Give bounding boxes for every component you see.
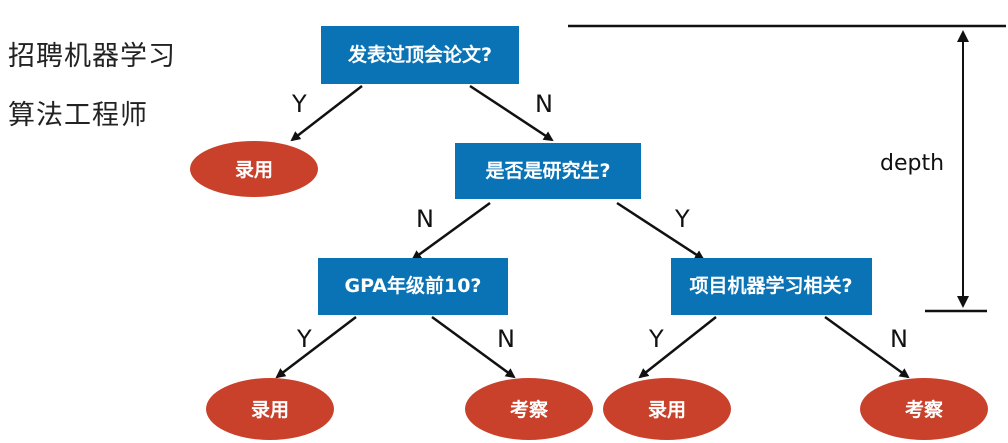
edge-root-no bbox=[469, 84, 554, 142]
edge-gpa-no bbox=[431, 315, 516, 379]
edge-label-grad-no: N bbox=[416, 205, 434, 233]
edge-label-root-no: N bbox=[535, 90, 553, 118]
edge-gpa-yes bbox=[275, 316, 357, 379]
decision-node-gpa-label: GPA年级前10? bbox=[345, 274, 482, 297]
edge-label-project-yes: Y bbox=[648, 325, 664, 353]
leaf-node-observe-1: 考察 bbox=[465, 378, 593, 440]
edge-label-root-yes: Y bbox=[291, 90, 307, 118]
leaf-node-hire-2-label: 录用 bbox=[251, 399, 289, 421]
leaf-node-hire-1: 录用 bbox=[190, 141, 318, 197]
edge-grad-no bbox=[411, 201, 491, 261]
edge-grad-yes bbox=[616, 201, 705, 261]
edge-project-no bbox=[824, 315, 910, 379]
decision-node-project: 项目机器学习相关? bbox=[671, 258, 872, 315]
depth-label: depth bbox=[880, 151, 944, 176]
leaf-node-hire-1-label: 录用 bbox=[235, 159, 273, 181]
decision-node-grad: 是否是研究生? bbox=[455, 143, 641, 199]
decision-node-gpa: GPA年级前10? bbox=[318, 258, 508, 315]
leaf-node-observe-1-label: 考察 bbox=[510, 398, 549, 421]
edge-root-yes bbox=[290, 85, 363, 142]
depth-arrow-bottom-head bbox=[957, 296, 969, 308]
leaf-node-observe-2: 考察 bbox=[860, 378, 988, 440]
edge-label-project-no: N bbox=[890, 325, 908, 353]
decision-node-root: 发表过顶会论文? bbox=[321, 26, 519, 84]
leaf-node-hire-2: 录用 bbox=[206, 378, 334, 440]
edge-label-grad-yes: Y bbox=[674, 205, 690, 233]
edge-label-gpa-yes: Y bbox=[296, 325, 312, 353]
edge-label-gpa-no: N bbox=[497, 325, 515, 353]
decision-node-root-label: 发表过顶会论文? bbox=[347, 43, 492, 66]
decision-node-project-label: 项目机器学习相关? bbox=[689, 274, 852, 297]
depth-arrow-top-head bbox=[957, 30, 969, 42]
leaf-node-observe-2-label: 考察 bbox=[905, 398, 944, 421]
decision-node-grad-label: 是否是研究生? bbox=[485, 159, 610, 182]
title-line-2: 算法工程师 bbox=[8, 100, 148, 131]
edge-project-yes bbox=[638, 316, 717, 379]
leaf-node-hire-3: 录用 bbox=[603, 378, 731, 440]
leaf-node-hire-3-label: 录用 bbox=[648, 399, 686, 421]
title-line-1: 招聘机器学习 bbox=[8, 41, 176, 72]
